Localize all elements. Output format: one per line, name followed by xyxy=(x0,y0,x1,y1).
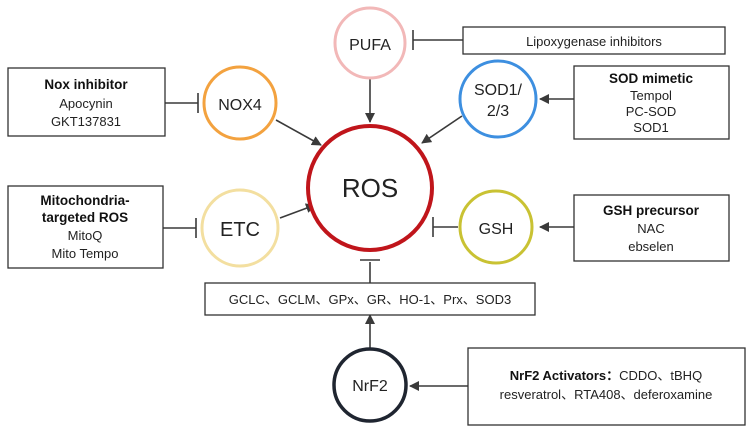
nox-inhibitor-item: Apocynin xyxy=(59,96,112,111)
gsh-label: GSH xyxy=(479,221,514,238)
mito-item: Mito Tempo xyxy=(52,246,119,261)
nox4-node xyxy=(202,65,278,141)
sod-mimetic-item: Tempol xyxy=(630,88,672,103)
lipoxygenase-inhibitors-text: Lipoxygenase inhibitors xyxy=(526,34,662,49)
sod-mimetic-item: PC-SOD xyxy=(626,104,677,119)
nrf2-node xyxy=(332,347,408,423)
gsh-precursor-item: NAC xyxy=(637,221,664,236)
lipoxygenase-inhibitors-box xyxy=(462,26,726,55)
mitochondria-targeted-ros-box xyxy=(7,185,164,269)
gsh-precursor-item: ebselen xyxy=(628,239,674,254)
nrf2-activators-list-1: CDDO、tBHQ xyxy=(619,368,702,383)
sod-mimetic-item: SOD1 xyxy=(633,120,668,135)
nox-inhibitor-title: Nox inhibitor xyxy=(44,77,128,92)
nox-inhibitor-item: GKT137831 xyxy=(51,114,121,129)
nrf2-activators-line2: resveratrol、RTA408、deferoxamine xyxy=(500,387,713,402)
nrf2-label: NrF2 xyxy=(352,378,388,395)
pufa-label: PUFA xyxy=(349,37,391,54)
sod-label-line1: SOD1/ xyxy=(474,82,523,99)
nrf2-activators-title: NrF2 Activators： xyxy=(510,368,619,383)
mito-title-line1: Mitochondria- xyxy=(40,193,129,208)
sod-node xyxy=(458,59,538,139)
nox-inhibitor-box xyxy=(7,67,166,137)
nox4-label: NOX4 xyxy=(218,97,262,114)
etc-node xyxy=(200,188,280,268)
gsh-precursor-title: GSH precursor xyxy=(603,203,700,218)
ros-node xyxy=(306,124,434,252)
sod-mimetic-title: SOD mimetic xyxy=(609,71,694,86)
mito-title-line2: targeted ROS xyxy=(42,210,128,225)
pufa-node xyxy=(333,6,407,80)
sod-mimetic-box xyxy=(573,65,730,140)
gsh-precursor-box xyxy=(573,194,730,262)
etc-label: ETC xyxy=(220,219,260,241)
arrow-nox4-ros xyxy=(275,119,322,146)
antioxidant-genes-box xyxy=(204,282,536,316)
gsh-node xyxy=(458,189,534,265)
ros-label: ROS xyxy=(342,173,398,203)
sod-label-line2: 2/3 xyxy=(487,103,509,120)
nrf2-activators-box xyxy=(467,347,746,426)
arrow-sod-ros xyxy=(421,115,463,144)
mito-item: MitoQ xyxy=(68,228,103,243)
nrf2-activators-line1: NrF2 Activators：CDDO、tBHQ xyxy=(510,368,702,383)
antioxidant-genes-text: GCLC、GCLM、GPx、GR、HO-1、Prx、SOD3 xyxy=(229,292,511,307)
